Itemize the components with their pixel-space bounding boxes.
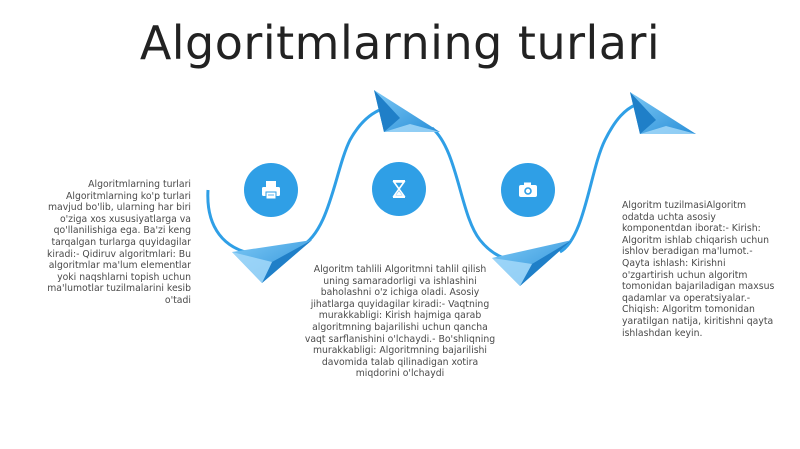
paper-plane-3-icon [492,240,572,286]
hourglass-icon [372,162,426,216]
text-block-algorithm-structure: Algoritm tuzilmasiAlgoritm odatda uchta … [622,200,775,339]
printer-icon [244,163,298,217]
curve-segment-4 [559,101,641,254]
paper-plane-4-icon [630,92,696,134]
slide-title: Algoritmlarning turlari [139,16,661,70]
camera-icon [501,163,555,217]
text-block-algorithm-types: Algoritmlarning turlari Algoritmlarning … [47,179,191,306]
curve-segment-2 [299,106,386,249]
paper-plane-1-icon [232,240,312,283]
text-block-algorithm-analysis: Algoritm tahlili Algoritmni tahlil qilis… [304,264,496,380]
paper-plane-2-icon [374,90,440,132]
